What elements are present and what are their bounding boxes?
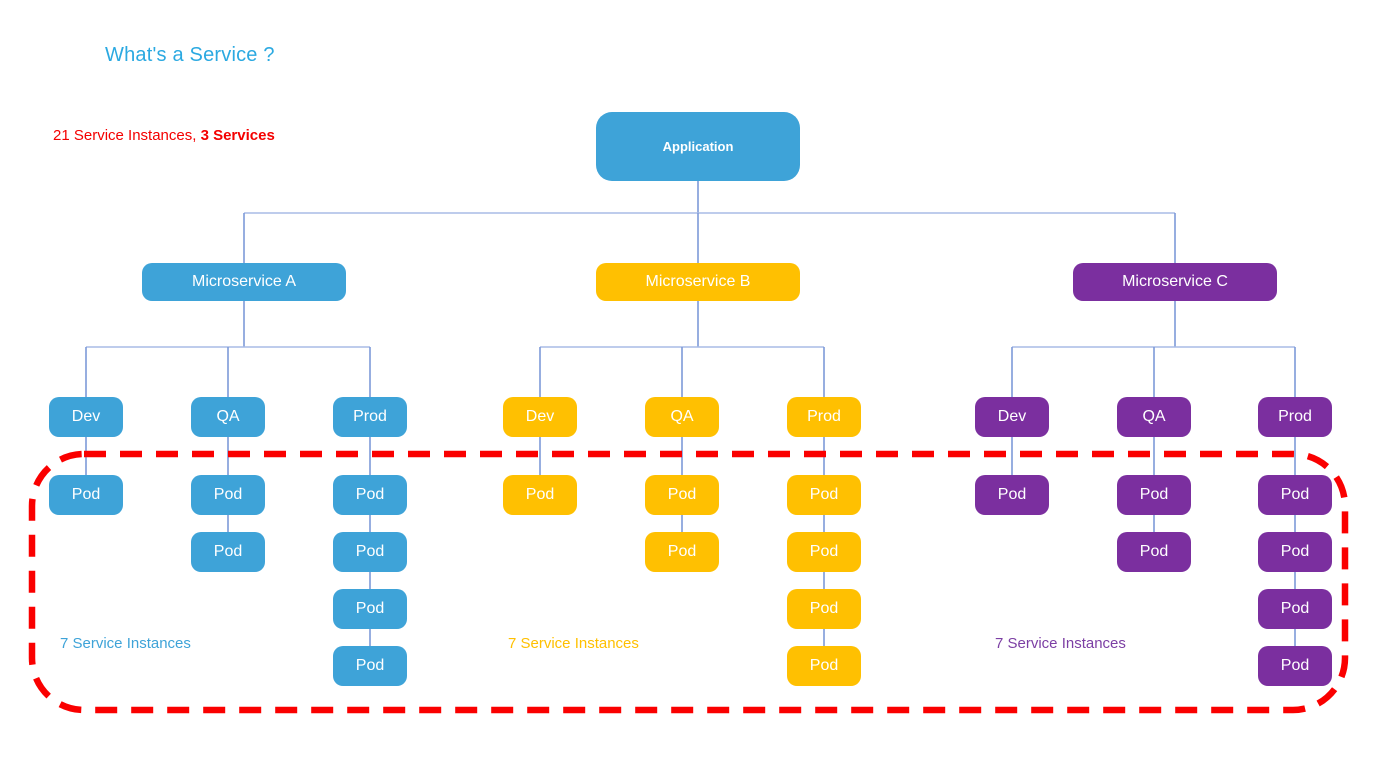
env-node-c-dev: Dev xyxy=(975,397,1049,437)
pod-node: Pod xyxy=(191,475,265,515)
service-instances-label-c: 7 Service Instances xyxy=(995,635,1126,652)
pod-node: Pod xyxy=(333,646,407,686)
pod-node: Pod xyxy=(503,475,577,515)
pod-node: Pod xyxy=(645,532,719,572)
env-node-a-qa: QA xyxy=(191,397,265,437)
pod-node: Pod xyxy=(1258,646,1332,686)
pod-node: Pod xyxy=(333,532,407,572)
pod-node: Pod xyxy=(333,475,407,515)
connector-group-service-b xyxy=(539,301,825,397)
connector-group-level1 xyxy=(243,181,1176,263)
microservice-b-node: Microservice B xyxy=(596,263,800,301)
pod-node: Pod xyxy=(975,475,1049,515)
env-node-c-prod: Prod xyxy=(1258,397,1332,437)
pod-node: Pod xyxy=(787,532,861,572)
env-node-b-prod: Prod xyxy=(787,397,861,437)
microservice-c-node: Microservice C xyxy=(1073,263,1277,301)
env-node-b-dev: Dev xyxy=(503,397,577,437)
summary-text: 21 Service Instances, 3 Services xyxy=(53,127,275,144)
summary-prefix: 21 Service Instances, xyxy=(53,127,201,144)
pod-node: Pod xyxy=(645,475,719,515)
application-node: Application xyxy=(596,112,800,181)
summary-bold: 3 Services xyxy=(200,127,275,144)
connector-group-service-a xyxy=(85,301,371,397)
service-instances-label-a: 7 Service Instances xyxy=(60,635,191,652)
pod-node: Pod xyxy=(1258,532,1332,572)
pod-node: Pod xyxy=(787,646,861,686)
env-node-c-qa: QA xyxy=(1117,397,1191,437)
pod-node: Pod xyxy=(49,475,123,515)
pod-node: Pod xyxy=(787,475,861,515)
pod-node: Pod xyxy=(1117,532,1191,572)
pod-node: Pod xyxy=(787,589,861,629)
pod-node: Pod xyxy=(1117,475,1191,515)
pod-node: Pod xyxy=(191,532,265,572)
diagram-title: What's a Service ? xyxy=(105,44,275,66)
env-node-b-qa: QA xyxy=(645,397,719,437)
env-node-a-dev: Dev xyxy=(49,397,123,437)
microservice-a-node: Microservice A xyxy=(142,263,346,301)
pod-node: Pod xyxy=(1258,589,1332,629)
pod-node: Pod xyxy=(333,589,407,629)
service-instances-label-b: 7 Service Instances xyxy=(508,635,639,652)
pod-node: Pod xyxy=(1258,475,1332,515)
connector-group-service-c xyxy=(1011,301,1296,397)
env-node-a-prod: Prod xyxy=(333,397,407,437)
